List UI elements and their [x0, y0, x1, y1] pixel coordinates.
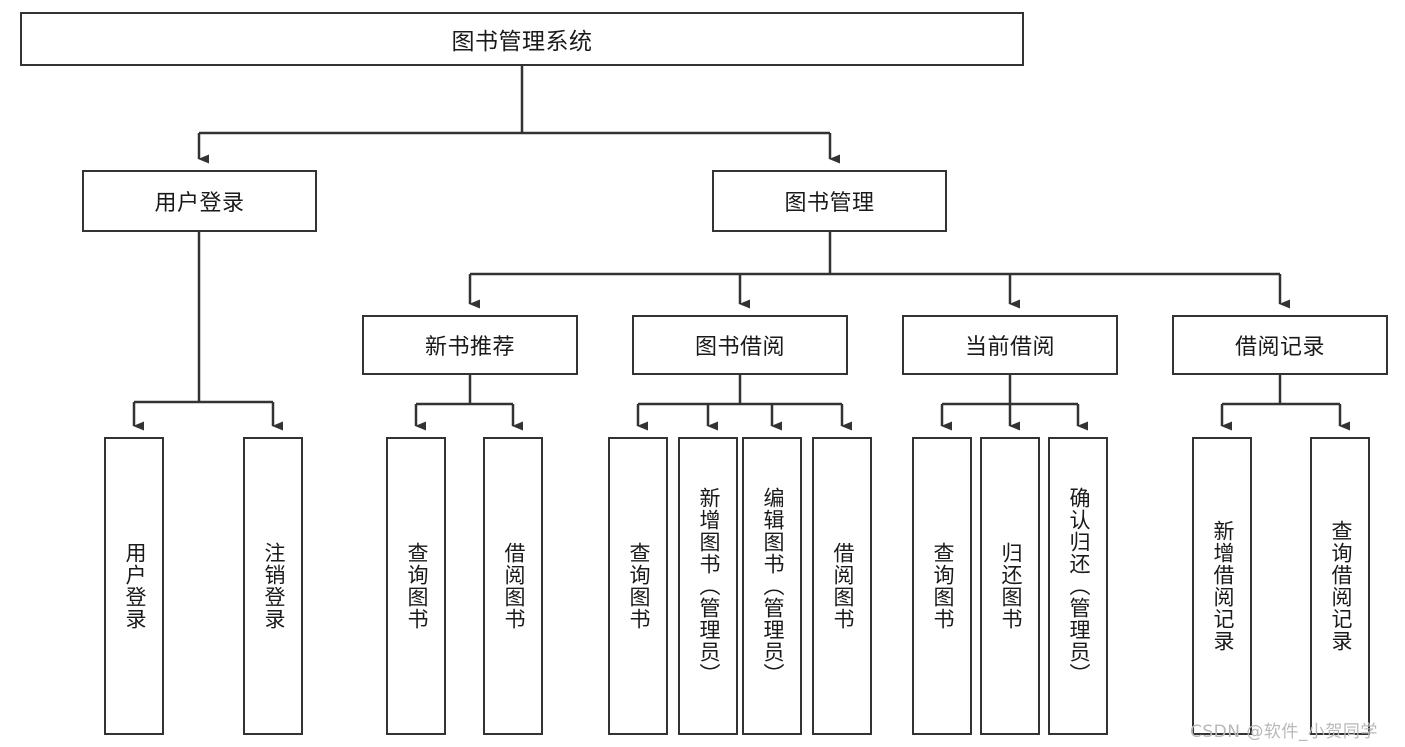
- node-leaf-cb-confirm-return[interactable]: 确认归还（管理员）: [1048, 437, 1108, 735]
- node-borrow-record[interactable]: 借阅记录: [1172, 315, 1388, 375]
- node-leaf-br-query-record[interactable]: 查询借阅记录: [1310, 437, 1370, 735]
- node-leaf-bb-query-book[interactable]: 查询图书: [608, 437, 668, 735]
- node-leaf-cb-return-book[interactable]: 归还图书: [980, 437, 1040, 735]
- node-leaf-bb-borrow-book[interactable]: 借阅图书: [812, 437, 872, 735]
- node-leaf-user-login[interactable]: 用户登录: [104, 437, 164, 735]
- watermark-label: CSDN @软件_小贺同学: [1190, 722, 1378, 742]
- node-leaf-br-add-record[interactable]: 新增借阅记录: [1192, 437, 1252, 735]
- node-leaf-bb-edit-book[interactable]: 编辑图书（管理员）: [742, 437, 802, 735]
- node-user-login[interactable]: 用户登录: [82, 170, 317, 232]
- node-leaf-cb-query-book[interactable]: 查询图书: [912, 437, 972, 735]
- node-current-borrow[interactable]: 当前借阅: [902, 315, 1118, 375]
- node-new-book-recommend[interactable]: 新书推荐: [362, 315, 578, 375]
- node-book-borrow[interactable]: 图书借阅: [632, 315, 848, 375]
- node-root-system[interactable]: 图书管理系统: [20, 12, 1024, 66]
- node-leaf-logout[interactable]: 注销登录: [243, 437, 303, 735]
- node-book-manage[interactable]: 图书管理: [712, 170, 947, 232]
- node-leaf-rec-borrow-book[interactable]: 借阅图书: [483, 437, 543, 735]
- node-leaf-rec-query-book[interactable]: 查询图书: [386, 437, 446, 735]
- node-leaf-bb-add-book[interactable]: 新增图书（管理员）: [678, 437, 738, 735]
